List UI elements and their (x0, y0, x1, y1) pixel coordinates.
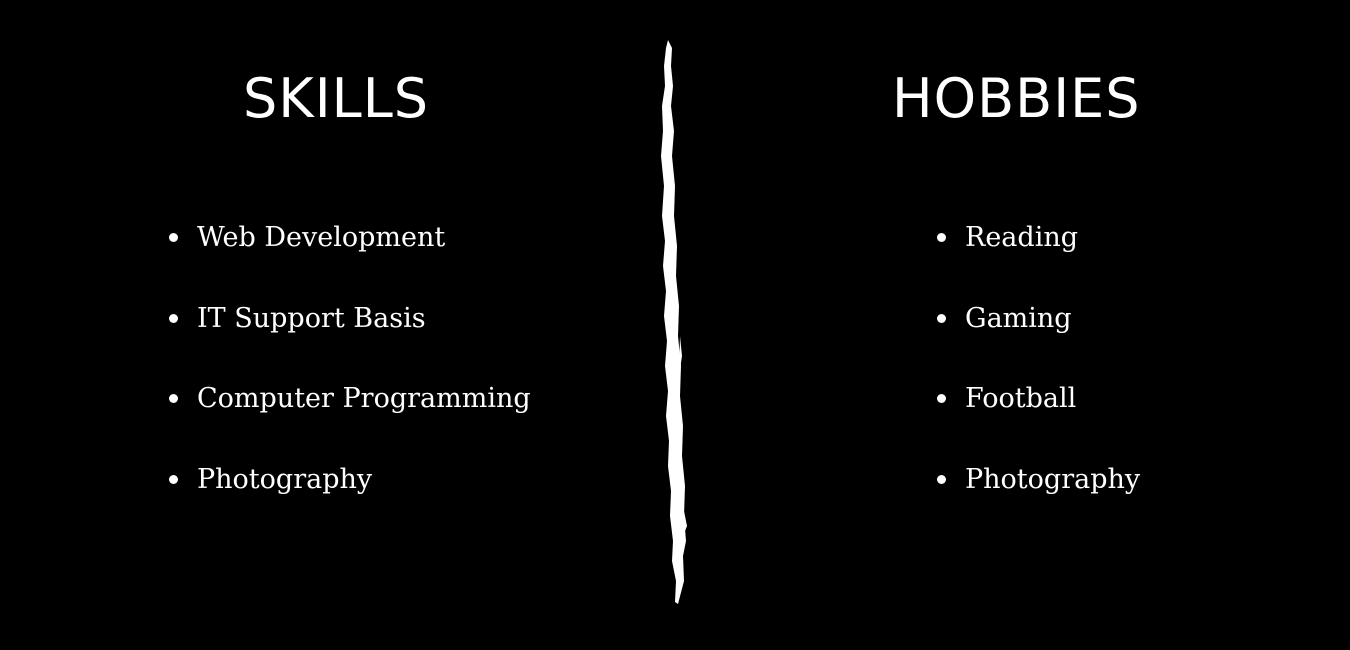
bullet-icon (937, 475, 946, 484)
skill-item: Computer Programming (168, 379, 531, 460)
skill-label: IT Support Basis (197, 303, 426, 334)
brush-stroke-divider-icon (650, 36, 700, 608)
hobbies-heading: HOBBIES (892, 72, 1141, 126)
bullet-icon (937, 233, 946, 242)
skill-label: Computer Programming (197, 383, 531, 414)
bullet-icon (169, 475, 178, 484)
skills-heading: SKILLS (243, 72, 429, 126)
hobbies-list: Reading Gaming Football Photography (936, 218, 1140, 541)
hobby-label: Reading (965, 222, 1078, 253)
bullet-icon (937, 394, 946, 403)
bullet-icon (169, 394, 178, 403)
bullet-icon (169, 233, 178, 242)
skill-label: Photography (197, 464, 372, 495)
skill-label: Web Development (197, 222, 445, 253)
hobby-item: Gaming (936, 299, 1140, 380)
hobby-label: Gaming (965, 303, 1072, 334)
hobby-label: Football (965, 383, 1076, 414)
hobby-item: Reading (936, 218, 1140, 299)
skills-list: Web Development IT Support Basis Compute… (168, 218, 531, 541)
skill-item: IT Support Basis (168, 299, 531, 380)
hobby-item: Football (936, 379, 1140, 460)
hobby-label: Photography (965, 464, 1140, 495)
skill-item: Photography (168, 460, 531, 541)
bullet-icon (169, 314, 178, 323)
bullet-icon (937, 314, 946, 323)
hobby-item: Photography (936, 460, 1140, 541)
skill-item: Web Development (168, 218, 531, 299)
